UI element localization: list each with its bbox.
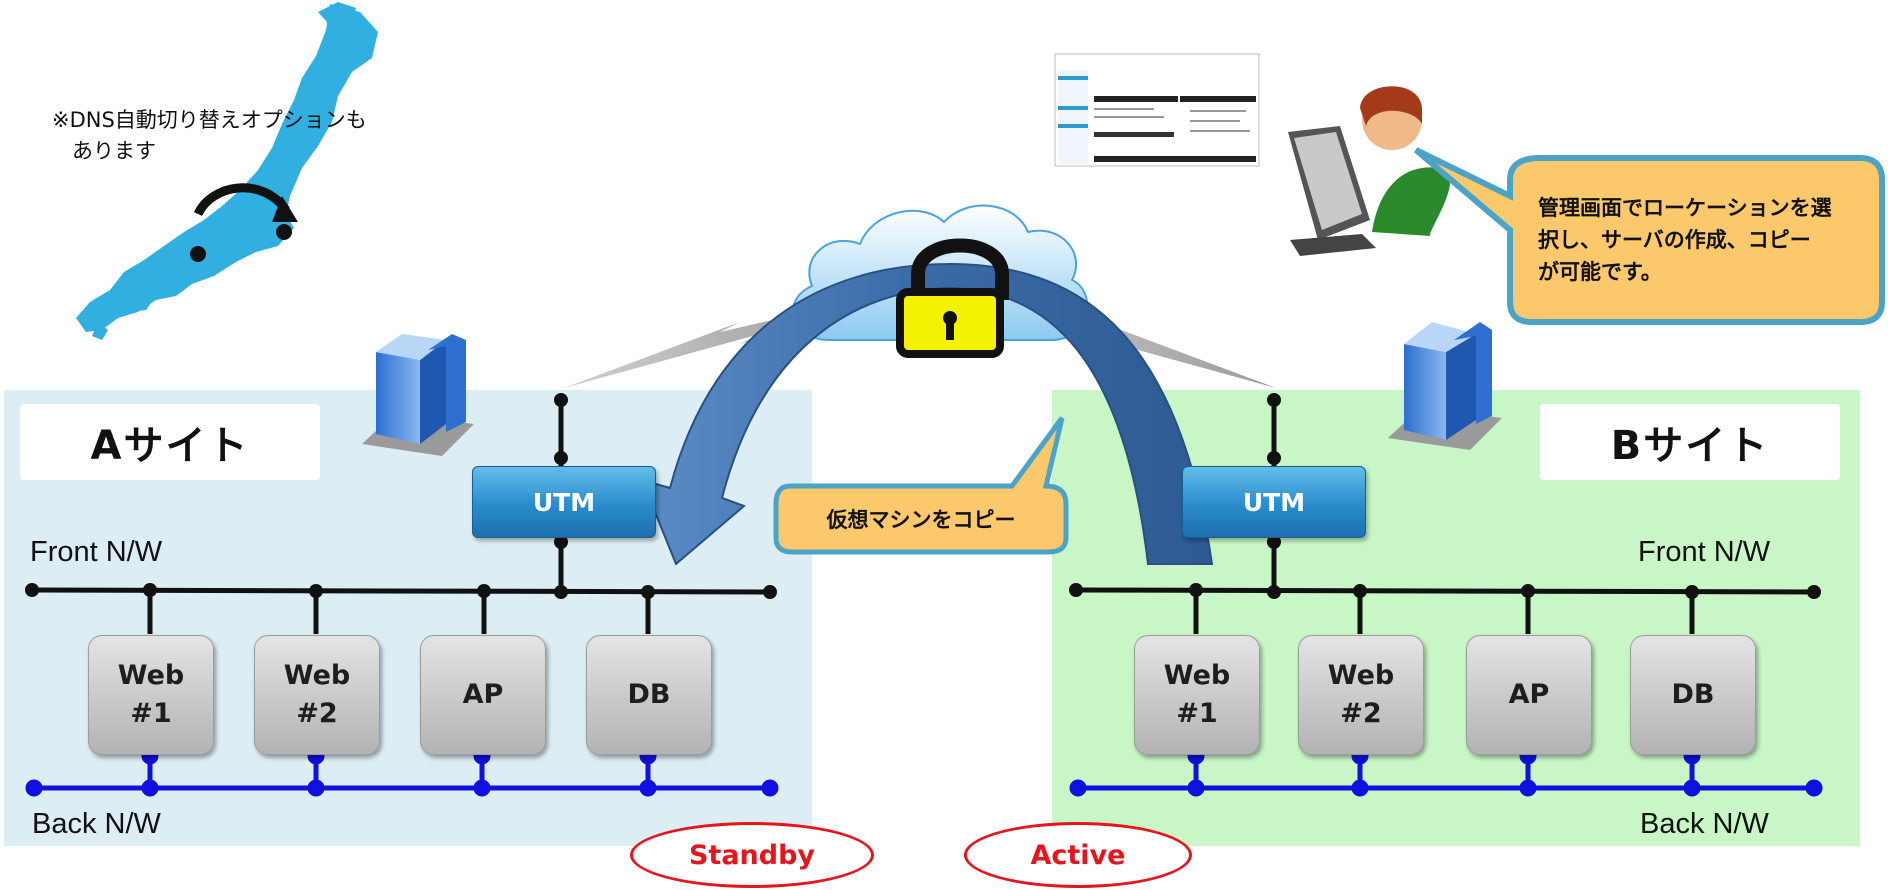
site-b-title: Bサイト — [1540, 404, 1840, 480]
site-a-server-db: DB — [586, 635, 712, 755]
site-b-utm: UTM — [1182, 466, 1366, 538]
japan-map-icon — [76, 2, 378, 340]
dns-note-line1: ※DNS自動切り替えオプションも — [52, 108, 367, 132]
site-a-server-web2: Web #2 — [254, 635, 380, 755]
site-a-building-icon — [362, 334, 474, 456]
site-b-status-badge: Active — [964, 822, 1192, 888]
site-a-title: Aサイト — [20, 404, 320, 480]
admin-callout-line2: 択し、サーバの作成、コピー — [1538, 228, 1811, 252]
admin-screen-thumbnail-icon — [1054, 53, 1260, 167]
site-a-network-nodes — [25, 393, 777, 599]
admin-callout-line3: が可能です。 — [1538, 260, 1662, 284]
dns-note: ※DNS自動切り替えオプションも あります — [52, 105, 367, 167]
admin-callout-text: 管理画面でローケーションを選 択し、サーバの作成、コピー が可能です。 — [1538, 192, 1832, 288]
site-a-back-nw-label: Back N/W — [32, 808, 161, 840]
site-a-front-nw-label: Front N/W — [30, 536, 163, 568]
lock-icon — [896, 238, 1009, 358]
site-b-front-nw-label: Front N/W — [1638, 536, 1771, 568]
site-b-building-icon — [1388, 322, 1502, 450]
site-b-back-nw-label: Back N/W — [1640, 808, 1769, 840]
site-a-utm: UTM — [472, 466, 656, 538]
copy-callout-text: 仮想マシンをコピー — [826, 508, 1016, 532]
site-b-server-web2: Web #2 — [1298, 635, 1424, 755]
copy-callout-bubble — [773, 416, 1069, 555]
dns-note-line2: あります — [72, 139, 156, 163]
admin-callout-line1: 管理画面でローケーションを選 — [1538, 196, 1832, 220]
site-a-back-network — [25, 747, 779, 797]
admin-user-icon — [1288, 86, 1451, 256]
site-b-server-db: DB — [1630, 635, 1756, 755]
site-b-server-web1: Web #1 — [1134, 635, 1260, 755]
site-a-status-badge: Standby — [630, 822, 874, 888]
site-a-server-web1: Web #1 — [88, 635, 214, 755]
admin-callout-bubble — [1414, 147, 1885, 325]
site-b-network-nodes — [1069, 393, 1821, 599]
site-a-server-ap: AP — [420, 635, 546, 755]
site-b-server-ap: AP — [1466, 635, 1592, 755]
